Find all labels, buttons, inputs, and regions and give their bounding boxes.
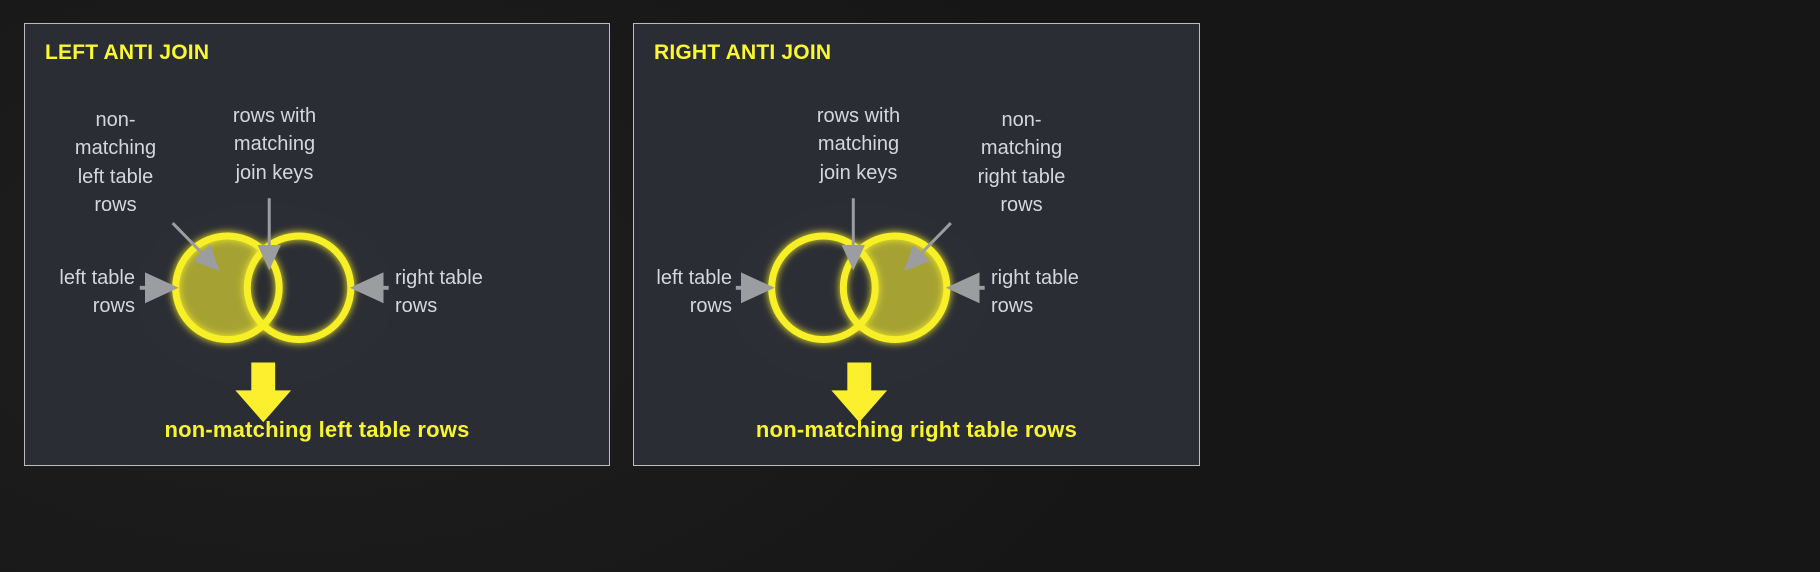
note-nonmatching-left-rows: non- matching left table rows <box>74 109 157 217</box>
leader-nonmatching <box>903 222 952 272</box>
note-left-table-rows: left table rows <box>59 267 135 318</box>
region-left-only <box>175 236 280 340</box>
venn-diagram-right <box>728 198 988 423</box>
panel-title: LEFT ANTI JOIN <box>45 41 210 64</box>
note-left-table-rows: left table rows <box>656 267 732 318</box>
note-right-table-rows: right table rows <box>395 267 483 318</box>
panel-title: RIGHT ANTI JOIN <box>654 41 832 64</box>
panel-right-anti-join: RIGHT ANTI JOIN <box>633 23 1200 466</box>
result-arrow-icon <box>831 362 888 423</box>
panel-caption: non-matching left table rows <box>164 417 470 442</box>
venn-diagram-left <box>134 198 394 423</box>
panel-left-anti-join: LEFT ANTI JOIN <box>24 23 610 466</box>
note-right-table-rows: right table rows <box>991 267 1079 318</box>
circle-left-table <box>768 232 879 344</box>
leader-nonmatching <box>171 222 220 272</box>
circle-right-table <box>839 232 951 344</box>
note-matching-join-keys: rows with matching join keys <box>232 105 317 184</box>
note-nonmatching-right-rows: non- matching right table rows <box>977 109 1066 217</box>
circle-right-table <box>243 232 355 344</box>
region-right-only <box>843 236 947 340</box>
note-matching-join-keys: rows with matching join keys <box>816 105 901 184</box>
panel-caption: non-matching right table rows <box>755 417 1078 442</box>
result-arrow-icon <box>235 362 292 423</box>
circle-left-table <box>172 232 283 344</box>
